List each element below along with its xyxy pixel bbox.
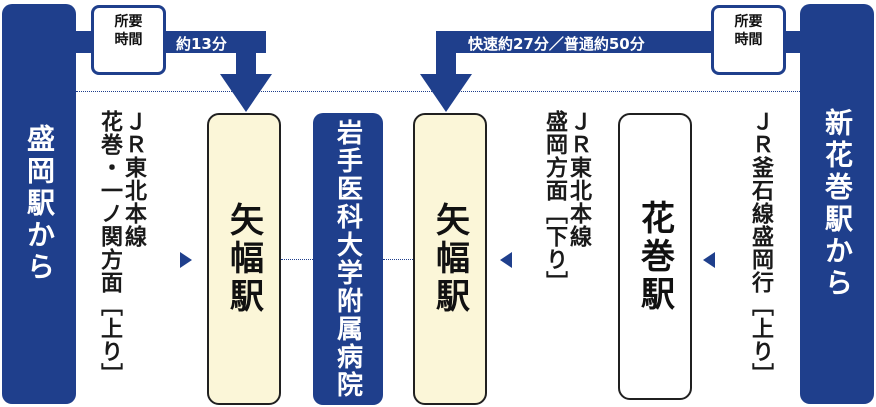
route-label-kamaishi-up: ＪＲ釜石線盛岡行［上り］ (748, 110, 773, 386)
panel-from-shin-hanamaki-label: 新花巻駅から (821, 108, 854, 300)
direction-right-icon (180, 252, 192, 268)
right-time-band (436, 31, 800, 53)
travel-time-box-left: 所要 時間 (91, 5, 166, 75)
left-travel-time: 約13分 (176, 35, 227, 53)
station-hanamaki: 花巻駅 (618, 113, 692, 400)
panel-from-morioka-label: 盛岡駅から (23, 124, 56, 284)
arrow-down-right-stem (436, 45, 456, 78)
station-iwate-medical-hospital: 岩手医科大学附属病院 (313, 113, 383, 405)
station-hospital-label: 岩手医科大学附属病院 (332, 119, 363, 399)
travel-time-box-right: 所要 時間 (711, 5, 786, 75)
arrow-down-left-icon (220, 74, 272, 112)
station-hanamaki-label: 花巻駅 (634, 199, 675, 314)
direction-left-icon (500, 252, 512, 268)
station-yahaba-1-label: 矢幅駅 (223, 202, 264, 316)
station-yahaba-2: 矢幅駅 (413, 113, 487, 405)
station-yahaba-1: 矢幅駅 (207, 113, 281, 405)
separator-line (76, 91, 800, 92)
route-label-tohoku-down: ＪＲ東北本線 盛岡方面［下り］ (542, 110, 591, 294)
arrow-down-left-stem (236, 45, 256, 78)
connector-dots-left (281, 259, 313, 260)
arrow-down-right-icon (420, 74, 472, 112)
direction-left-icon-2 (703, 252, 715, 268)
route-label-tohoku-up: ＪＲ東北本線 花巻・一ノ関方面［上り］ (97, 110, 146, 386)
right-travel-time: 快速約27分／普通約50分 (468, 35, 645, 53)
panel-from-shin-hanamaki: 新花巻駅から (800, 4, 874, 404)
panel-from-morioka: 盛岡駅から (2, 4, 76, 404)
station-yahaba-2-label: 矢幅駅 (429, 202, 470, 316)
connector-dots-right (383, 259, 413, 260)
